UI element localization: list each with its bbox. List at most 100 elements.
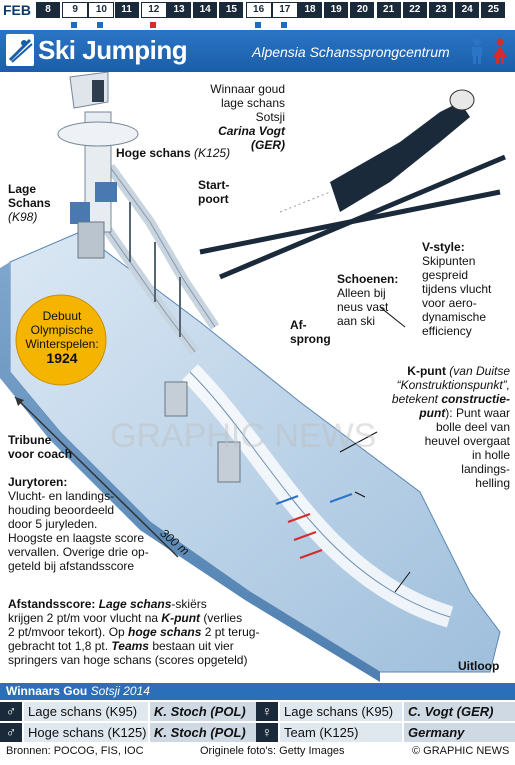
afstand-label: Afstandsscore: Lage schans-skiërs krijge… <box>8 597 308 667</box>
day-cell: 9 <box>62 2 89 18</box>
female-icon <box>493 38 507 64</box>
debut-year: 1924 <box>46 350 78 366</box>
venue-name: Alpensia Schanssprongcentrum <box>252 44 450 60</box>
winners-subtitle: Sotsji 2014 <box>90 684 150 698</box>
header-bar <box>0 30 515 72</box>
day-cell: 18 <box>298 2 322 18</box>
event-female: Lage schans (K95) <box>280 702 402 721</box>
debut-line-2: Olympische <box>30 323 94 337</box>
kpunt-title: K-punt <box>407 364 446 378</box>
day-cell: 14 <box>193 2 218 18</box>
day-cell: 20 <box>350 2 375 18</box>
vstyle-line-4: voor aero- <box>422 296 477 310</box>
event-marker <box>149 22 156 28</box>
winner-female: Germany <box>404 723 515 742</box>
jury-label: Jurytoren: Vlucht- en landings- houding … <box>8 475 149 573</box>
vstyle-label: V-style: Skipunten gespreid tijdens vluc… <box>422 240 491 338</box>
kpunt-line-2: “Konstruktionspunkt”, <box>396 378 510 392</box>
debut-line-3: Winterspelen: <box>25 337 99 351</box>
vstyle-line-3: tijdens vlucht <box>422 282 492 296</box>
tribune-line-2: voor coach <box>8 447 73 461</box>
photo-credit: Originele foto's: Getty Images <box>200 745 345 757</box>
day-cell: 16 <box>245 2 272 18</box>
day-cell: 13 <box>167 2 191 18</box>
kpunt-label: K-punt (van Duitse “Konstruktionspunkt”,… <box>362 364 510 490</box>
jury-line-2: houding beoordeeld <box>8 503 115 517</box>
vstyle-line-5: dynamische <box>422 310 487 324</box>
hoge-schans-k: (K125) <box>194 146 231 160</box>
event-marker <box>71 22 78 28</box>
schoenen-line-2: neus vast <box>337 300 389 314</box>
event-male: Lage schans (K95) <box>24 702 148 721</box>
afstand-line-4c: bestaan uit vier <box>148 639 234 653</box>
kpunt-line-5: punt <box>419 406 446 420</box>
ski-jump-illustration: GRAPHIC NEWS <box>0 72 506 682</box>
event-marker <box>254 22 261 28</box>
jury-line-5: vervallen. Overige drie op- <box>8 545 149 559</box>
afstand-line-4a: gebracht tot 1,8 pt. <box>8 639 112 653</box>
day-cell: 12 <box>140 2 167 18</box>
month-label: FEB <box>3 2 31 18</box>
male-icon: ♂ <box>0 702 22 721</box>
day-cell: 22 <box>402 2 427 18</box>
debut-badge: Debuut Olympische Winterspelen: 1924 <box>18 309 106 365</box>
ski-jumper-logo-icon <box>6 34 34 66</box>
page-title: Ski Jumping <box>38 35 188 65</box>
hoge-schans-title: Hoge schans <box>116 146 191 160</box>
jury-title: Jurytoren: <box>8 475 68 489</box>
afsprong-line-2: sprong <box>290 332 331 346</box>
lage-schans-line-2: Schans <box>8 196 51 210</box>
day-cell: 23 <box>429 2 453 18</box>
day-cell: 25 <box>481 2 506 18</box>
schoenen-line-3: aan ski <box>337 314 376 328</box>
tribune-line-1: Tribune <box>8 433 52 447</box>
kpunt-line-6: ): Punt waar <box>445 406 510 420</box>
svg-text:GRAPHIC NEWS: GRAPHIC NEWS <box>110 417 376 455</box>
startpoort-line-2: poort <box>198 192 229 206</box>
lage-schans-k: (K98) <box>8 210 38 224</box>
male-icon <box>472 38 482 64</box>
afstand-teams: Teams <box>111 639 149 653</box>
male-icon: ♂ <box>0 723 22 742</box>
jury-line-3: door 5 juryleden. <box>8 517 98 531</box>
afstand-line-1-end: -skiërs <box>171 597 207 611</box>
startpoort-line-1: Start- <box>198 178 230 192</box>
winner-line-1: Winnaar goud <box>210 82 285 96</box>
kpunt-line-8: heuvel overgaat <box>424 434 510 448</box>
day-cell: 17 <box>271 2 298 18</box>
day-cell: 15 <box>219 2 244 18</box>
kpunt-line-10: landings- <box>461 462 510 476</box>
vstyle-title: V-style: <box>422 240 465 254</box>
kpunt-line-4: constructie- <box>441 392 510 406</box>
vstyle-line-6: efficiency <box>422 324 472 338</box>
day-cell: 19 <box>324 2 349 18</box>
schoenen-label: Schoenen: Alleen bij neus vast aan ski <box>337 272 398 328</box>
afstand-line-3a: 2 pt/mvoor tekort). Op <box>8 625 129 639</box>
ski-jumper-figure <box>199 89 506 280</box>
lage-schans-label: Lage Schans (K98) <box>8 182 51 224</box>
afsprong-line-1: Af- <box>290 318 307 332</box>
lage-schans-line-1: Lage <box>8 182 37 196</box>
hoge-schans-label: Hoge schans (K125) <box>116 146 230 160</box>
jury-line-1: Vlucht- en landings- <box>8 489 115 503</box>
debut-line-1: Debuut <box>42 309 82 323</box>
winner-line-2: lage schans Sotsji <box>220 96 285 124</box>
kpunt-line-9: in holle <box>471 448 510 462</box>
afstand-kpunt: K-punt <box>161 611 201 625</box>
afstand-lage-schans: Lage schans <box>98 597 172 611</box>
kpunt-line-11: helling <box>475 476 510 490</box>
kpunt-line-3: betekent <box>391 392 438 406</box>
vstyle-line-2: gespreid <box>422 268 469 282</box>
jury-line-4: Hoogste en laagste score <box>8 531 145 545</box>
vstyle-line-1: Skipunten <box>422 254 476 268</box>
winner-row: ♂Hoge schans (K125)K. Stoch (POL)♀Team (… <box>0 723 515 743</box>
winner-name: Carina Vogt (GER) <box>218 124 285 152</box>
kpunt-line-7: bolle deel van <box>435 420 510 434</box>
afstand-line-2a: krijgen 2 pt/m voor vlucht na <box>8 611 162 625</box>
afstand-title: Afstandsscore: <box>8 597 99 611</box>
winners-header: Winnaars Gou Sotsji 2014 <box>0 683 515 700</box>
afsprong-label: Af- sprong <box>290 318 331 346</box>
event-marker <box>97 22 104 28</box>
day-cell: 10 <box>88 2 115 18</box>
